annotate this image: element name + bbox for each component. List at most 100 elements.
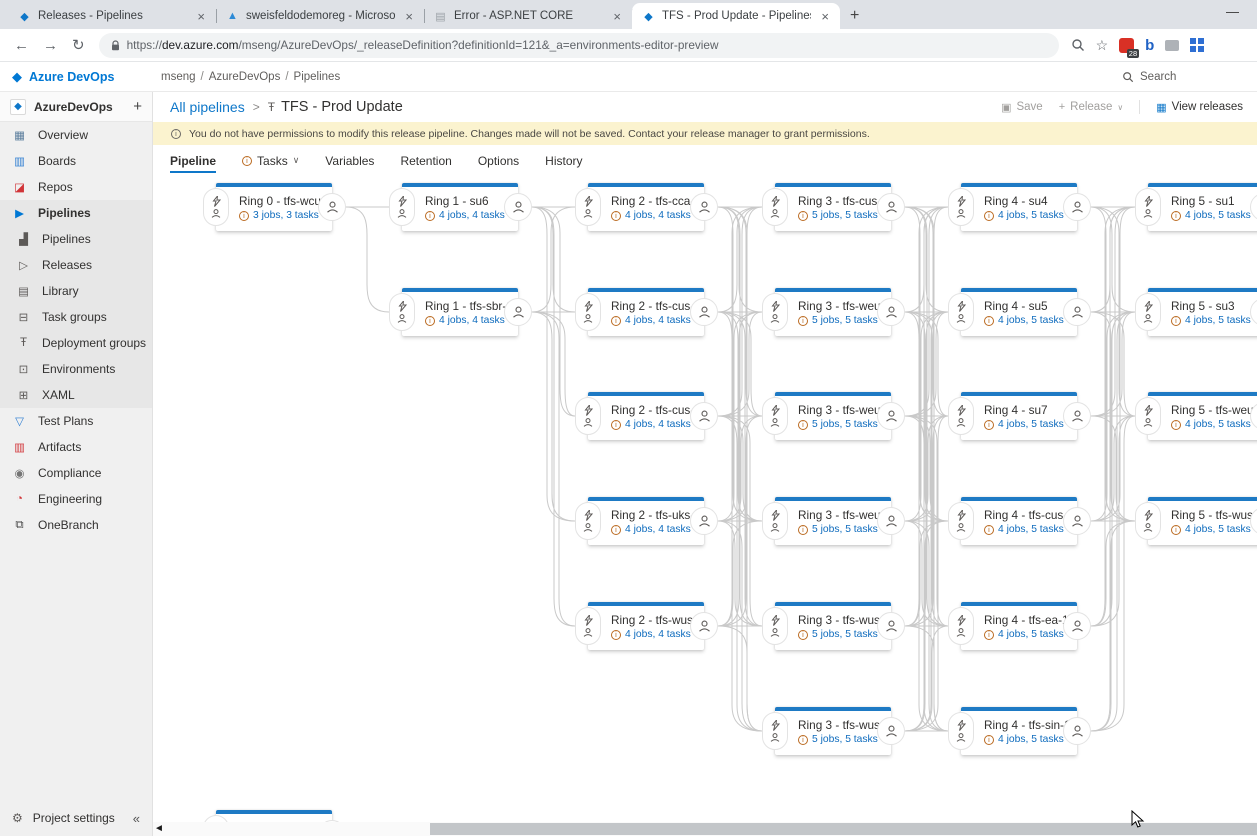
- stage-jobs-link[interactable]: i 4 jobs, 5 tasks: [1171, 419, 1251, 430]
- pre-deployment-conditions-button[interactable]: [389, 188, 415, 226]
- stage-jobs-link[interactable]: i 4 jobs, 5 tasks: [984, 524, 1064, 535]
- stage-card[interactable]: Ring 3 - tfs-cus-2 i 5 jobs, 5 tasks: [762, 183, 905, 231]
- stage-jobs-link[interactable]: i 4 jobs, 4 tasks: [611, 315, 691, 326]
- stage-card[interactable]: Ring 3 - tfs-weu-3 i 5 jobs, 5 tasks: [762, 288, 905, 336]
- sidebar-item-test-plans[interactable]: ▽Test Plans: [0, 408, 152, 434]
- stage-card[interactable]: Ring 1 - su6 i 4 jobs, 4 tasks: [389, 183, 532, 231]
- add-project-button[interactable]: +: [133, 98, 142, 115]
- extension-icon[interactable]: 28: [1119, 37, 1140, 58]
- pre-deployment-conditions-button[interactable]: [575, 188, 601, 226]
- post-deployment-conditions-button[interactable]: [1063, 507, 1091, 535]
- post-deployment-conditions-button[interactable]: [877, 612, 905, 640]
- tab-pipeline[interactable]: Pipeline: [170, 145, 217, 176]
- pre-deployment-conditions-button[interactable]: [948, 293, 974, 331]
- pre-deployment-conditions-button[interactable]: [203, 188, 229, 226]
- stage-jobs-link[interactable]: i 4 jobs, 4 tasks: [611, 629, 691, 640]
- browser-tab[interactable]: ◆TFS - Prod Update - Pipelines×: [632, 3, 840, 29]
- stage-jobs-link[interactable]: i 4 jobs, 5 tasks: [984, 419, 1064, 430]
- sidebar-item-compliance[interactable]: ◉Compliance: [0, 460, 152, 486]
- scrollbar-thumb[interactable]: [430, 823, 1257, 835]
- breadcrumb-item[interactable]: Pipelines: [293, 70, 341, 83]
- new-tab-button[interactable]: +: [850, 7, 860, 24]
- stage-jobs-link[interactable]: i 4 jobs, 5 tasks: [984, 629, 1064, 640]
- sidebar-item-onebranch[interactable]: ⧉OneBranch: [0, 512, 152, 538]
- post-deployment-conditions-button[interactable]: [1063, 193, 1091, 221]
- stage-jobs-link[interactable]: i 4 jobs, 5 tasks: [1171, 210, 1251, 221]
- pre-deployment-conditions-button[interactable]: [1135, 502, 1161, 540]
- sidebar-item-boards[interactable]: ▥Boards: [0, 148, 152, 174]
- save-button[interactable]: ▣ Save: [1001, 101, 1043, 114]
- stage-jobs-link[interactable]: i 4 jobs, 4 tasks: [425, 210, 505, 221]
- stage-card[interactable]: Ring 5 - tfs-weu-2 i 4 jobs, 5 tasks: [1135, 392, 1257, 440]
- stage-jobs-link[interactable]: i 5 jobs, 5 tasks: [798, 210, 878, 221]
- stage-jobs-link[interactable]: i 3 jobs, 3 tasks: [239, 210, 319, 221]
- breadcrumb[interactable]: mseng/AzureDevOps/Pipelines: [161, 70, 341, 83]
- stage-jobs-link[interactable]: i 5 jobs, 5 tasks: [798, 629, 878, 640]
- bing-extension-icon[interactable]: b: [1145, 36, 1155, 54]
- pre-deployment-conditions-button[interactable]: [762, 397, 788, 435]
- stage-jobs-link[interactable]: i 4 jobs, 5 tasks: [984, 210, 1064, 221]
- window-minimize-button[interactable]: —: [1226, 4, 1239, 19]
- pre-deployment-conditions-button[interactable]: [575, 502, 601, 540]
- stage-jobs-link[interactable]: i 4 jobs, 5 tasks: [984, 315, 1064, 326]
- stage-jobs-link[interactable]: i 4 jobs, 4 tasks: [425, 315, 505, 326]
- gray-extension-icon[interactable]: [1165, 39, 1180, 51]
- stage-jobs-link[interactable]: i 5 jobs, 5 tasks: [798, 524, 878, 535]
- post-deployment-conditions-button[interactable]: [690, 193, 718, 221]
- tab-options[interactable]: Options: [478, 145, 519, 176]
- project-settings[interactable]: ⚙ Project settings «: [0, 806, 152, 830]
- stage-card[interactable]: Ring 4 - su5 i 4 jobs, 5 tasks: [948, 288, 1091, 336]
- release-button[interactable]: + Release ∨: [1058, 101, 1124, 113]
- stage-jobs-link[interactable]: i 5 jobs, 5 tasks: [798, 419, 878, 430]
- post-deployment-conditions-button[interactable]: [504, 193, 532, 221]
- stage-card[interactable]: Ring 3 - tfs-wus2-2 i 5 jobs, 5 tasks: [762, 602, 905, 650]
- stage-card[interactable]: Ring 4 - tfs-ea-1 i 4 jobs, 5 tasks: [948, 602, 1091, 650]
- breadcrumb-item[interactable]: AzureDevOps: [208, 70, 281, 83]
- pre-deployment-conditions-button[interactable]: [762, 607, 788, 645]
- pre-deployment-conditions-button[interactable]: [948, 607, 974, 645]
- stage-card[interactable]: Ring 2 - tfs-wus2-3 i 4 jobs, 4 tasks: [575, 602, 718, 650]
- browser-tab[interactable]: ▲sweisfeldodemoreg - Microsoft A×: [216, 3, 425, 29]
- pre-deployment-conditions-button[interactable]: [1135, 293, 1161, 331]
- pre-deployment-conditions-button[interactable]: [1135, 397, 1161, 435]
- stage-jobs-link[interactable]: i 4 jobs, 5 tasks: [1171, 315, 1251, 326]
- post-deployment-conditions-button[interactable]: [877, 402, 905, 430]
- post-deployment-conditions-button[interactable]: [690, 298, 718, 326]
- close-tab-icon[interactable]: ×: [197, 8, 205, 24]
- pre-deployment-conditions-button[interactable]: [948, 188, 974, 226]
- stage-card[interactable]: Ring 1 - tfs-sbr-1 i 4 jobs, 4 tasks: [389, 288, 532, 336]
- microsoft-grid-icon[interactable]: [1190, 38, 1205, 52]
- stage-card[interactable]: Ring 5 - su3 i 4 jobs, 5 tasks: [1135, 288, 1257, 336]
- pre-deployment-conditions-button[interactable]: [762, 293, 788, 331]
- post-deployment-conditions-button[interactable]: [504, 298, 532, 326]
- sidebar-item-releases[interactable]: ▷Releases: [0, 252, 152, 278]
- sidebar-item-xaml[interactable]: ⊞XAML: [0, 382, 152, 408]
- breadcrumb-item[interactable]: mseng: [161, 70, 196, 83]
- pre-deployment-conditions-button[interactable]: [948, 397, 974, 435]
- stage-card[interactable]: Ring 4 - su7 i 4 jobs, 5 tasks: [948, 392, 1091, 440]
- pre-deployment-conditions-button[interactable]: [575, 293, 601, 331]
- sidebar-item-engineering[interactable]: ◔Engineering: [0, 486, 152, 512]
- scroll-left-arrow[interactable]: ◄: [154, 823, 164, 834]
- stage-jobs-link[interactable]: i 4 jobs, 4 tasks: [611, 419, 691, 430]
- devops-brand[interactable]: ◆ Azure DevOps: [0, 69, 153, 85]
- pre-deployment-conditions-button[interactable]: [948, 712, 974, 750]
- stage-jobs-link[interactable]: i 4 jobs, 5 tasks: [1171, 524, 1251, 535]
- post-deployment-conditions-button[interactable]: [1063, 402, 1091, 430]
- all-pipelines-link[interactable]: All pipelines: [170, 99, 245, 115]
- pre-deployment-conditions-button[interactable]: [762, 712, 788, 750]
- search-page-icon[interactable]: [1071, 38, 1085, 52]
- post-deployment-conditions-button[interactable]: [690, 612, 718, 640]
- post-deployment-conditions-button[interactable]: [1063, 298, 1091, 326]
- pre-deployment-conditions-button[interactable]: [948, 502, 974, 540]
- post-deployment-conditions-button[interactable]: [877, 717, 905, 745]
- sidebar-item-artifacts[interactable]: ▥Artifacts: [0, 434, 152, 460]
- post-deployment-conditions-button[interactable]: [877, 193, 905, 221]
- tab-history[interactable]: History: [545, 145, 582, 176]
- sidebar-item-pipelines[interactable]: ▟Pipelines: [0, 226, 152, 252]
- view-releases-button[interactable]: ▦ View releases: [1156, 101, 1243, 114]
- sidebar-item-repos[interactable]: ◪Repos: [0, 174, 152, 200]
- sidebar-item-pipelines[interactable]: ▶Pipelines: [0, 200, 152, 226]
